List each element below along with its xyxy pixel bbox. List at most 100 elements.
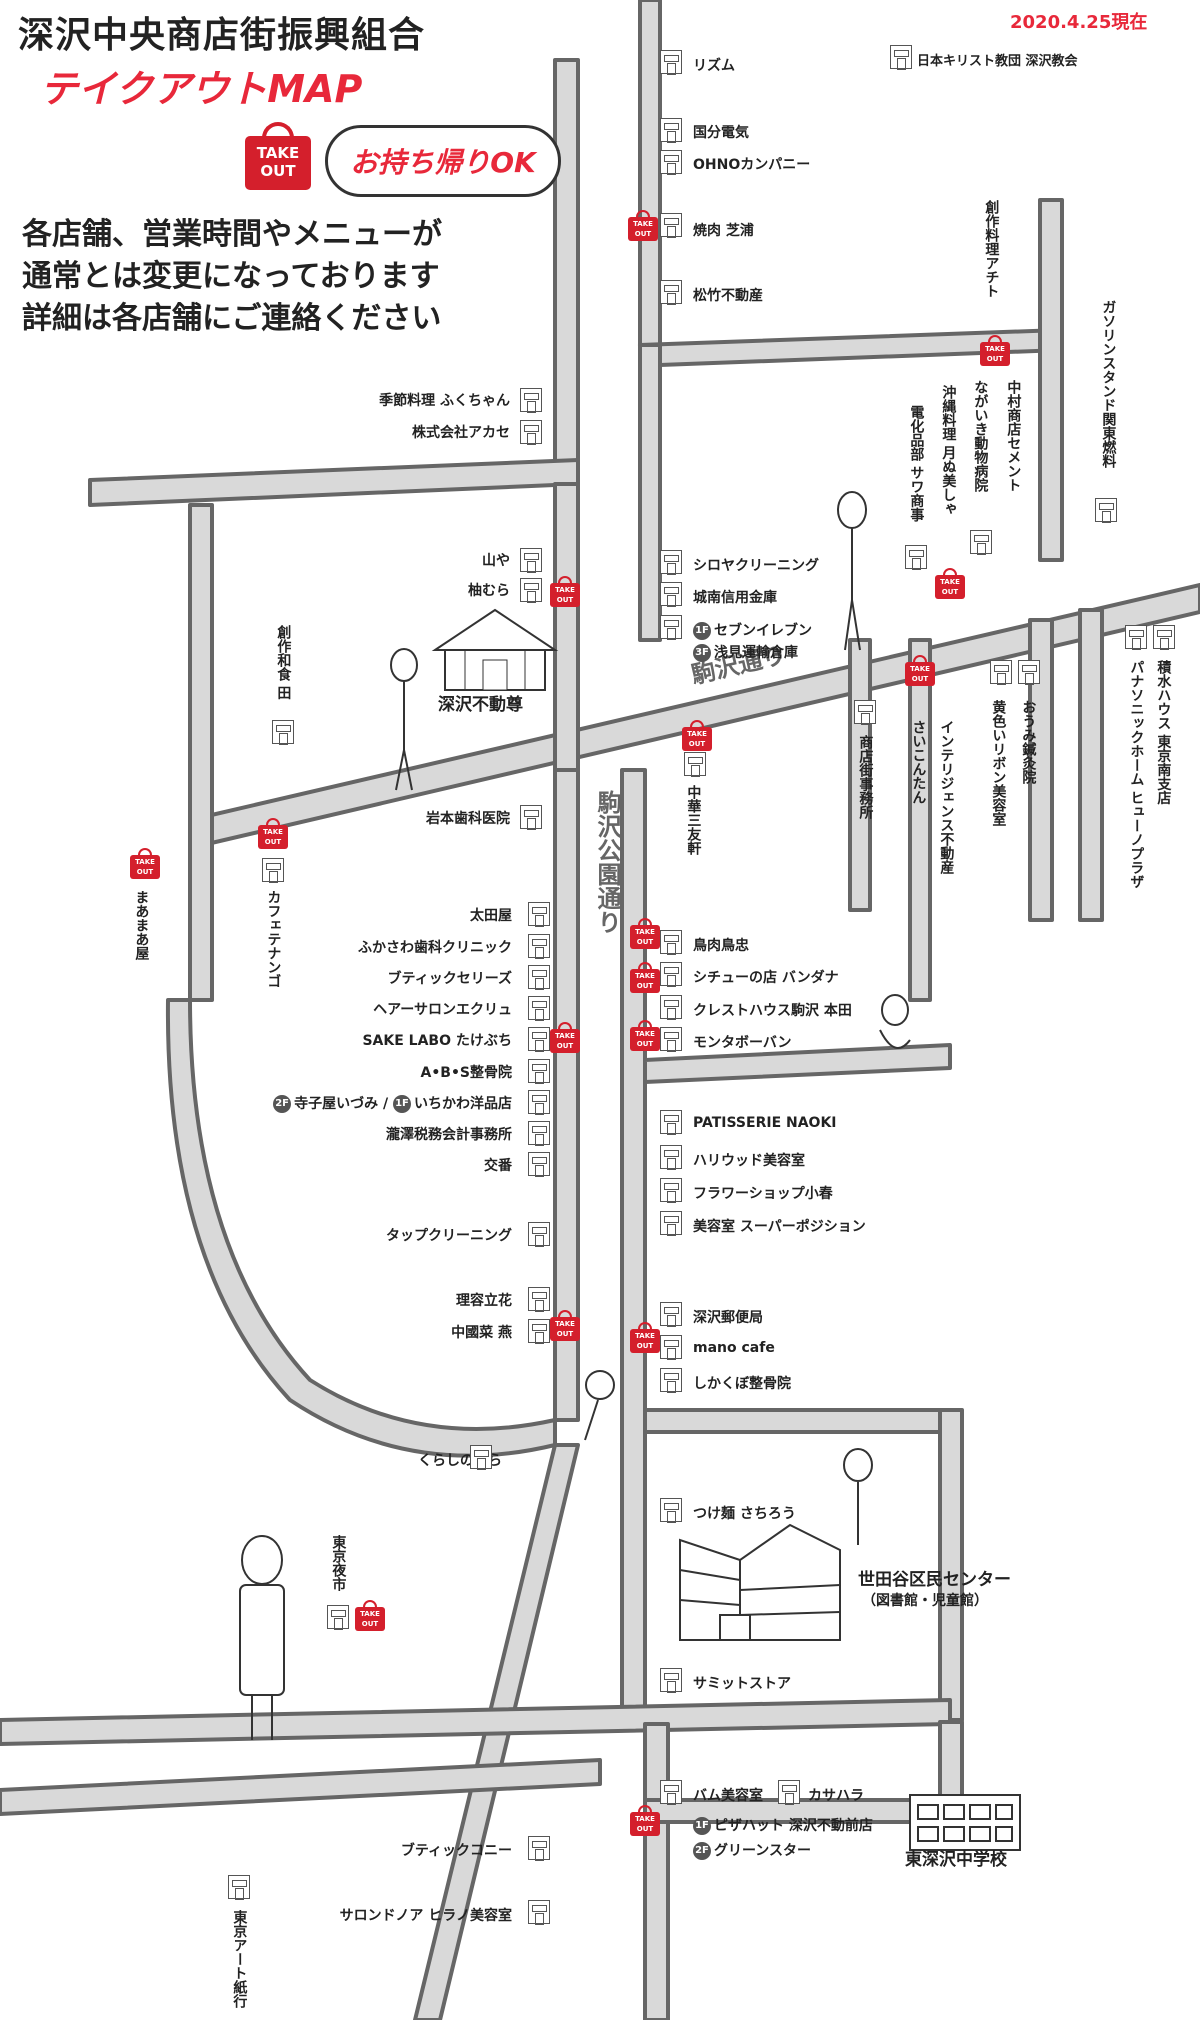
- shop-otaya[interactable]: 太田屋: [470, 908, 512, 924]
- shop-akase[interactable]: 株式会社アカセ: [412, 425, 510, 441]
- shop-yuzumura[interactable]: 柚むら: [468, 583, 510, 599]
- shop-abs[interactable]: A•B•S整骨院: [420, 1065, 513, 1081]
- takeout-icon: TAKE OUT: [682, 720, 712, 751]
- shop-icon: [528, 1900, 550, 1925]
- shop-koban[interactable]: 交番: [484, 1158, 512, 1174]
- shop-panasonic[interactable]: パナソニックホーム ヒューノプラザ: [1128, 660, 1145, 889]
- floor-badge: 1F: [393, 1095, 411, 1113]
- shop-celeries[interactable]: ブティックセリーズ: [387, 971, 512, 987]
- shop-tokyo-art[interactable]: 東京アート紙行: [231, 1910, 248, 2008]
- shop-iwamoto[interactable]: 岩本歯科医院: [426, 811, 510, 827]
- shop-cafe-tenango[interactable]: カフェテナンゴ: [265, 890, 282, 988]
- date-label: 2020.4.25現在: [1010, 12, 1148, 33]
- shop-monta[interactable]: モンタボーバン: [693, 1035, 792, 1051]
- shop-sousaku-wasyoku-den[interactable]: 創作和食 田: [275, 625, 292, 700]
- shop-salon-noa[interactable]: サロンドノア ヒラノ美容室: [339, 1908, 512, 1924]
- shop-icon: [528, 1059, 550, 1084]
- shop-icon: [684, 752, 706, 777]
- shop-icon: [1095, 498, 1117, 523]
- shop-riyou-tachibana[interactable]: 理容立花: [456, 1293, 512, 1309]
- shop-okinawa[interactable]: 沖縄料理 月ぬ美しゃ: [940, 385, 957, 516]
- shop-sawa[interactable]: 電化品部 サワ商事: [908, 405, 925, 522]
- shop-icon: [660, 1780, 682, 1805]
- shop-kasahara[interactable]: カサハラ: [808, 1788, 864, 1804]
- shop-sousaku-achito[interactable]: 創作料理アチト: [983, 200, 1000, 298]
- shop-chugoku-tsubame[interactable]: 中國菜 燕: [451, 1325, 512, 1341]
- shop-icon: [660, 1178, 682, 1203]
- shop-mano[interactable]: mano cafe: [693, 1340, 775, 1356]
- shop-oumi[interactable]: おうみ鍼灸院: [1020, 700, 1037, 784]
- shop-gasoline[interactable]: ガソリンスタンド関東燃料: [1100, 300, 1117, 468]
- shop-sake-labo[interactable]: SAKE LABO たけぶち: [362, 1033, 512, 1049]
- shop-tokyo-yoichi[interactable]: 東京夜市: [330, 1535, 347, 1591]
- shop-post[interactable]: 深沢郵便局: [693, 1310, 763, 1326]
- shop-asami-label: 浅見運輸倉庫: [714, 645, 798, 661]
- shop-icon: [528, 1090, 550, 1115]
- shop-takizawa[interactable]: 瀧澤税務会計事務所: [386, 1127, 512, 1143]
- shop-icon: [660, 1145, 682, 1170]
- shop-kiiro-ribbon[interactable]: 黄色いリボン美容室: [990, 700, 1007, 826]
- shop-chuka-sanyuken[interactable]: 中華三友軒: [685, 785, 702, 855]
- shop-sekisui[interactable]: 積水ハウス 東京南支店: [1155, 660, 1172, 805]
- shop-hollywood[interactable]: ハリウッド美容室: [693, 1153, 805, 1169]
- shop-kokubun[interactable]: 国分電気: [693, 125, 749, 141]
- shop-icon: [262, 858, 284, 883]
- shop-intelligence[interactable]: インテリジェンス不動産: [938, 720, 955, 874]
- shop-tsukemen[interactable]: つけ麺 さちろう: [693, 1506, 796, 1522]
- school-label[interactable]: 東深沢中学校: [905, 1850, 1007, 1870]
- kumin-center-label[interactable]: 世田谷区民センター: [858, 1570, 1011, 1590]
- shop-icon: [528, 1121, 550, 1146]
- shop-icon: [660, 1498, 682, 1523]
- shop-boutique-connie[interactable]: ブティックコニー: [400, 1843, 512, 1859]
- shop-yamaya[interactable]: 山や: [482, 553, 510, 569]
- kumin-center-sublabel: （図書館・児童館）: [862, 1593, 988, 1609]
- shop-bam[interactable]: バム美容室: [693, 1788, 763, 1804]
- shop-pizza-label: ピザハット 深沢不動前店: [714, 1818, 873, 1834]
- shop-crest[interactable]: クレストハウス駒沢 本田: [693, 1003, 852, 1019]
- shop-nakamura[interactable]: 中村商店セメント: [1005, 380, 1022, 492]
- shop-matsutake[interactable]: 松竹不動産: [693, 288, 763, 304]
- floor-badge: 3F: [693, 644, 711, 662]
- notice-line: 各店舗、営業時間やメニューが: [22, 217, 442, 252]
- shop-naoki[interactable]: PATISSERIE NAOKI: [693, 1115, 837, 1131]
- takeout-icon: TAKE OUT: [980, 335, 1010, 366]
- shop-icon: [660, 1211, 682, 1236]
- shop-yakiniku-shiba[interactable]: 焼肉 芝浦: [693, 223, 754, 239]
- shop-shikakubo[interactable]: しかくぼ整骨院: [693, 1376, 791, 1392]
- shop-stew[interactable]: シチューの店 バンダナ: [693, 970, 839, 986]
- shop-icon: [520, 805, 542, 830]
- shop-icon: [528, 1222, 550, 1247]
- shop-jonan[interactable]: 城南信用金庫: [693, 590, 777, 606]
- shop-super-position[interactable]: 美容室 スーパーポジション: [693, 1219, 866, 1235]
- shop-ecrit[interactable]: ヘアーサロンエクリュ: [373, 1002, 512, 1018]
- shop-shiroya[interactable]: シロヤクリーニング: [693, 558, 819, 574]
- shop-icon: [272, 720, 294, 745]
- shop-church[interactable]: 日本キリスト教団 深沢教会: [917, 54, 1078, 69]
- shop-icon: [660, 1302, 682, 1327]
- shop-ohno[interactable]: OHNOカンパニー: [693, 157, 811, 173]
- shop-summit[interactable]: サミットストア: [693, 1676, 791, 1692]
- shop-icon: [660, 280, 682, 305]
- shop-nagaiki[interactable]: ながいき動物病院: [972, 380, 989, 492]
- shop-rhythm[interactable]: リズム: [693, 58, 735, 74]
- shop-icon: [660, 582, 682, 607]
- shop-tap-cleaning[interactable]: タップクリーニング: [386, 1228, 512, 1244]
- shop-fukasawa-fudouson[interactable]: 深沢不動尊: [438, 695, 523, 715]
- floor-badge: 1F: [693, 1817, 711, 1835]
- shop-icon: [327, 1605, 349, 1630]
- shop-icon: [528, 1287, 550, 1312]
- takeout-icon: TAKE OUT: [630, 962, 660, 993]
- shop-saikontan[interactable]: さいこんたん: [910, 720, 927, 804]
- shop-maamaaya[interactable]: まあまあ屋: [133, 890, 150, 960]
- shop-fukasawa-clinic[interactable]: ふかさわ歯科クリニック: [358, 940, 512, 956]
- shop-toriniku[interactable]: 鳥肉鳥忠: [693, 938, 749, 954]
- shop-shoutengai[interactable]: 商店街事務所: [857, 735, 874, 819]
- shop-fukuchan[interactable]: 季節料理 ふくちゃん: [379, 393, 510, 409]
- shop-flower[interactable]: フラワーショップ小春: [693, 1186, 833, 1202]
- road-name-komazawa-koen-dori: 駒沢公園通り: [593, 790, 621, 934]
